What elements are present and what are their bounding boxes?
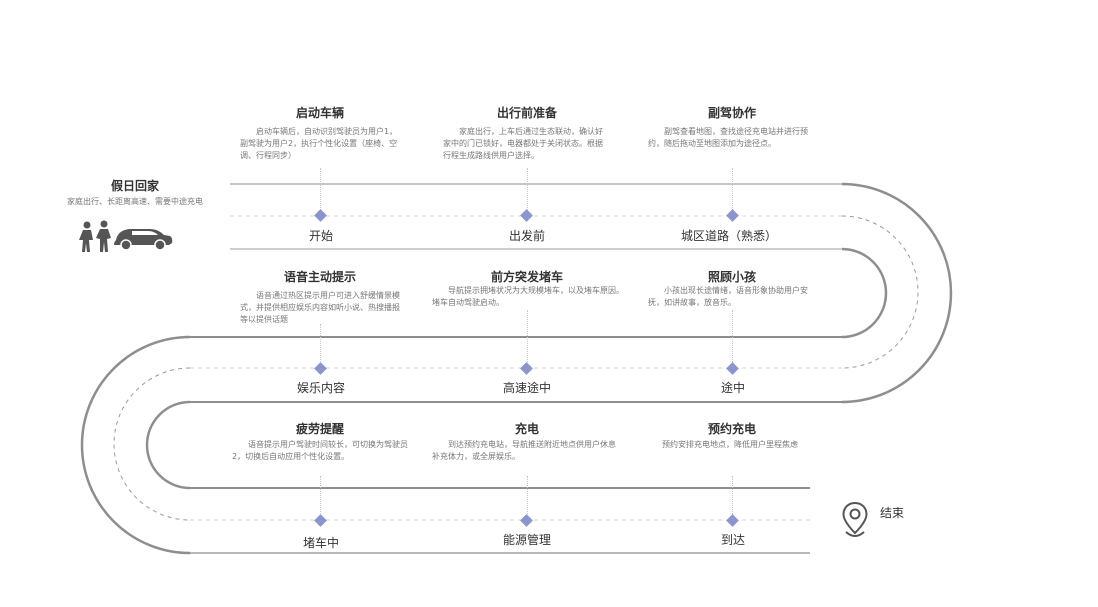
family-car-icon bbox=[79, 220, 173, 252]
stage-description: 启动车辆后，自动识别驾驶员为用户1，副驾驶为用户2，执行个性化设置（座椅、空调、… bbox=[240, 127, 398, 160]
stage-connector bbox=[527, 476, 528, 516]
stage-label: 高速途中 bbox=[502, 381, 551, 395]
stage-description: 家庭出行，上车后通过生态联动，确认好家中的门已锁好，电器都处于关闭状态。根据行程… bbox=[443, 127, 603, 160]
stage-connector bbox=[527, 168, 528, 212]
stage-description: 语音通过热区提示用户可进入舒缓情景模式，并提供相应娱乐内容如听小说、热搜播报等以… bbox=[240, 291, 400, 324]
stage-label: 开始 bbox=[308, 229, 333, 243]
stage-label: 能源管理 bbox=[502, 533, 551, 547]
stage-connector bbox=[732, 168, 733, 212]
stage-connector bbox=[320, 476, 321, 516]
stage-label: 途中 bbox=[720, 381, 745, 395]
stage-label: 出发前 bbox=[508, 229, 545, 243]
stage-title: 语音主动提示 bbox=[283, 270, 356, 284]
stage-connector bbox=[320, 168, 321, 212]
stage-description: 预约安排充电地点，降低用户里程焦虑 bbox=[662, 440, 798, 449]
stage-description: 导航提示拥堵状况为大规模堵车，以及堵车原因。堵车自动驾驶启动。 bbox=[432, 286, 624, 307]
stage-description: 语音提示用户驾驶时间较长，可切换为驾驶员2，切换后自动应用个性化设置。 bbox=[232, 440, 408, 461]
stage-title: 充电 bbox=[514, 422, 539, 436]
stage-connector bbox=[320, 324, 321, 364]
intro-description: 家庭出行、长距离高速、需要中途充电 bbox=[67, 197, 203, 206]
stage-title: 疲劳提醒 bbox=[295, 422, 344, 436]
stage-description: 副驾查看地图，查找途径充电站并进行预约，随后拖动至地图添加为途径点。 bbox=[648, 127, 808, 148]
stage-description: 到达预约充电站，导航推送附近地点供用户休息补充体力，或全屏娱乐。 bbox=[432, 440, 616, 461]
end-label: 结束 bbox=[880, 506, 905, 520]
stage-title: 副驾协作 bbox=[707, 106, 756, 120]
stage-title: 前方突发堵车 bbox=[490, 270, 563, 284]
stage-title: 预约充电 bbox=[707, 422, 756, 436]
stage-title: 启动车辆 bbox=[295, 106, 344, 120]
location-pin-icon bbox=[842, 501, 868, 537]
stage-label: 城区道路（熟悉） bbox=[680, 229, 777, 243]
stage-label: 到达 bbox=[720, 533, 745, 547]
stage-connector bbox=[527, 310, 528, 364]
stage-connector bbox=[732, 310, 733, 364]
stage-connector bbox=[732, 476, 733, 516]
stage-description: 小孩出现长途情绪，语音形象协助用户安抚，如讲故事，放音乐。 bbox=[648, 286, 808, 307]
stage-title: 照顾小孩 bbox=[707, 270, 756, 284]
stage-label: 堵车中 bbox=[302, 536, 339, 550]
stage-title: 出行前准备 bbox=[496, 106, 557, 120]
intro-title: 假日回家 bbox=[110, 179, 159, 193]
stage-label: 娱乐内容 bbox=[296, 381, 345, 395]
